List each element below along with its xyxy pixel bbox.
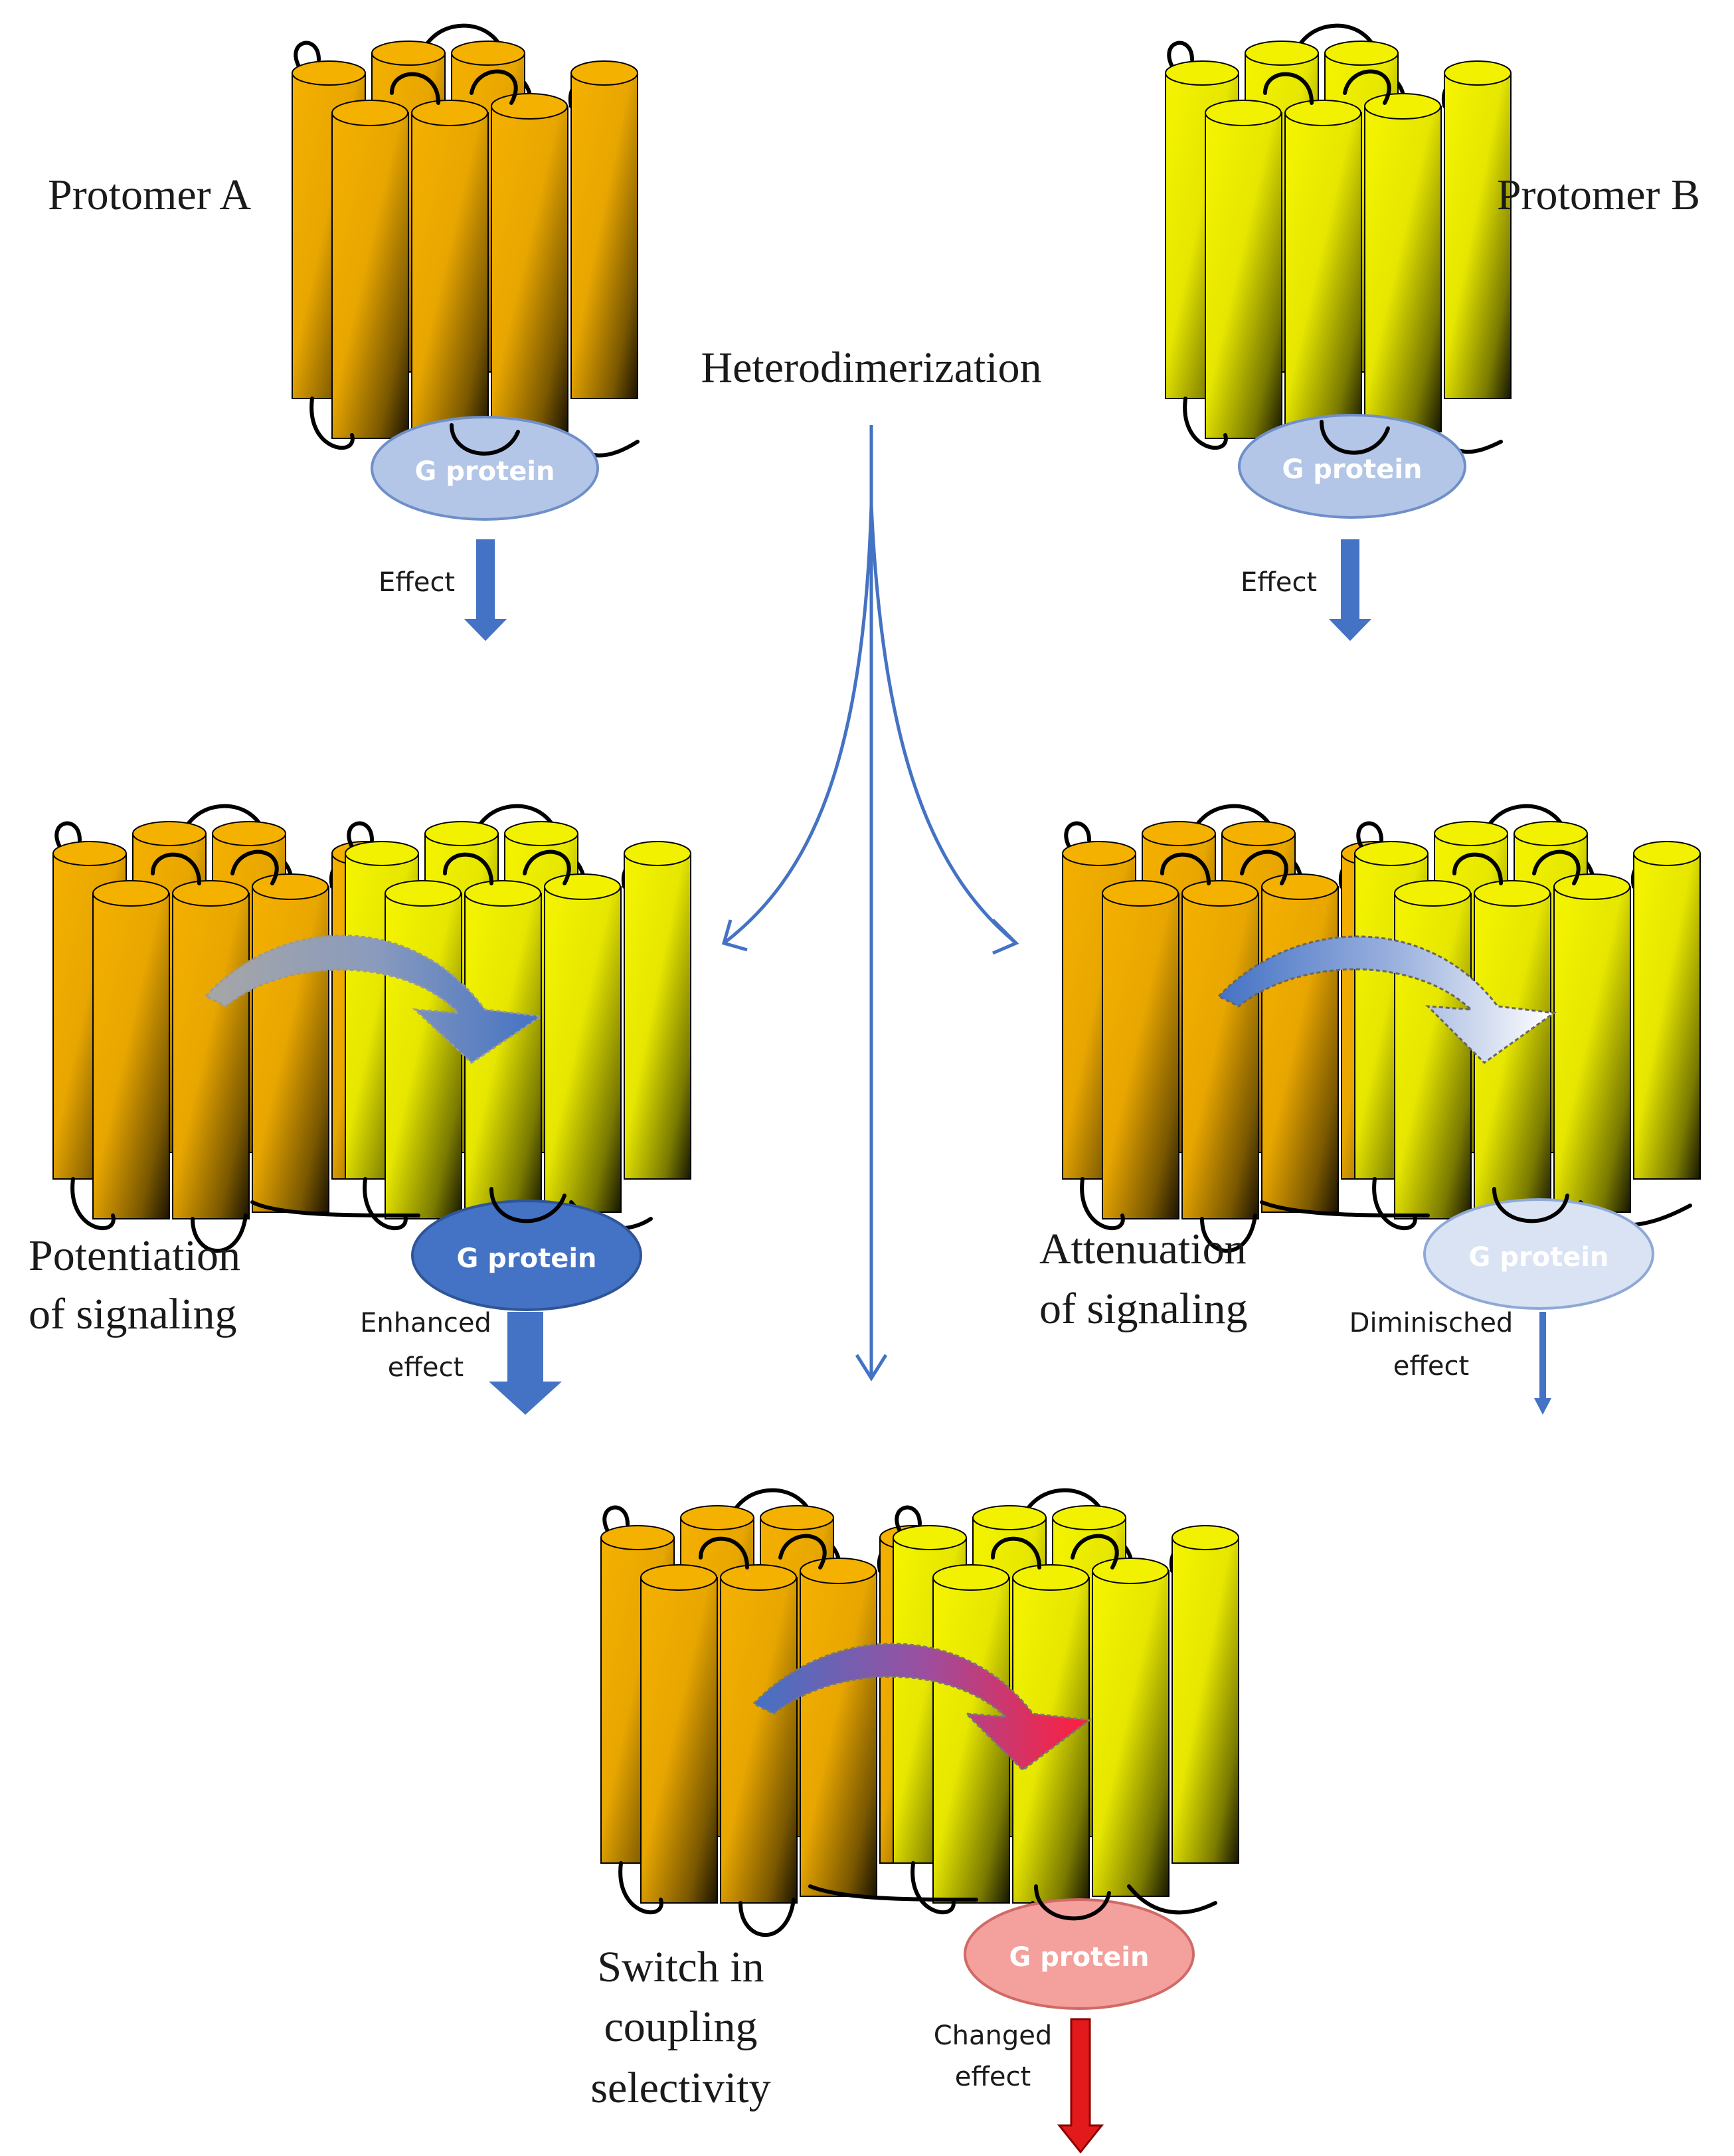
potentiation-group: G protein Potentiation of signaling Enha… [29, 806, 691, 1415]
heterodimerization-connector [721, 425, 1019, 1382]
attenuation-group: G protein Attenuation of signaling Dimin… [1039, 806, 1700, 1415]
switch-receptor-b [893, 1490, 1239, 1935]
protomer-a-group: G protein Protomer A Effect [48, 26, 640, 641]
attenuation-label-line2: of signaling [1039, 1285, 1247, 1333]
switch-effect-line2: effect [955, 2062, 1031, 2092]
switch-label-line2: coupling [604, 2003, 758, 2051]
attenuation-effect-arrow [1534, 1312, 1551, 1415]
attenuation-effect-line2: effect [1393, 1351, 1469, 1382]
switch-label-line3: selectivity [590, 2064, 770, 2112]
potentiation-label-line1: Potentiation [29, 1231, 240, 1280]
switch-label-line1: Switch in [597, 1943, 764, 1991]
attenuation-effect-line1: Diminisched [1349, 1308, 1514, 1338]
protomer-b-effect-arrow [1329, 539, 1371, 641]
connector-down-arrowhead [855, 1354, 888, 1382]
protomer-b-g-protein [1238, 414, 1466, 519]
protomer-a-receptor [292, 26, 638, 470]
connector-left-arrowhead [721, 919, 748, 952]
connector-left-branch [723, 504, 873, 944]
switch-curved-arrow [752, 1643, 1092, 1771]
protomer-b-effect-label: Effect [1241, 567, 1317, 598]
attenuation-g-protein-label: G protein [1468, 1242, 1608, 1273]
potentiation-effect-arrow [489, 1312, 562, 1415]
potentiation-label-line2: of signaling [29, 1290, 236, 1338]
attenuation-curved-arrow [1217, 935, 1557, 1064]
switch-g-protein [964, 1898, 1195, 2010]
protomer-a-g-protein-label: G protein [414, 456, 555, 487]
potentiation-g-protein [411, 1200, 642, 1311]
switch-effect-line1: Changed [934, 2021, 1053, 2051]
protomer-b-g-protein-label: G protein [1282, 454, 1422, 485]
protomer-b-label: Protomer B [1497, 171, 1700, 219]
connector-right-arrowhead [992, 919, 1019, 955]
protomer-a-effect-label: Effect [379, 567, 455, 598]
attenuation-label-line1: Attenuation [1039, 1225, 1247, 1273]
protomer-b-receptor [1166, 26, 1511, 470]
switch-effect-arrow [1057, 2018, 1104, 2154]
potentiation-effect-line2: effect [388, 1352, 464, 1383]
connector-right-branch [869, 504, 1017, 944]
potentiation-curved-arrow [204, 935, 545, 1064]
switch-g-protein-label: G protein [1009, 1942, 1149, 1973]
attenuation-g-protein [1423, 1198, 1654, 1310]
potentiation-g-protein-label: G protein [456, 1243, 596, 1274]
switch-group: G protein Switch in coupling selectivity… [590, 1490, 1239, 2154]
protomer-b-group: G protein Protomer B Effect [1166, 26, 1700, 641]
protomer-a-label: Protomer A [48, 171, 251, 219]
protomer-a-g-protein [371, 416, 599, 521]
protomer-a-effect-arrow [464, 539, 507, 641]
potentiation-effect-line1: Enhanced [360, 1308, 491, 1338]
heterodimerization-title: Heterodimerization [701, 343, 1041, 392]
